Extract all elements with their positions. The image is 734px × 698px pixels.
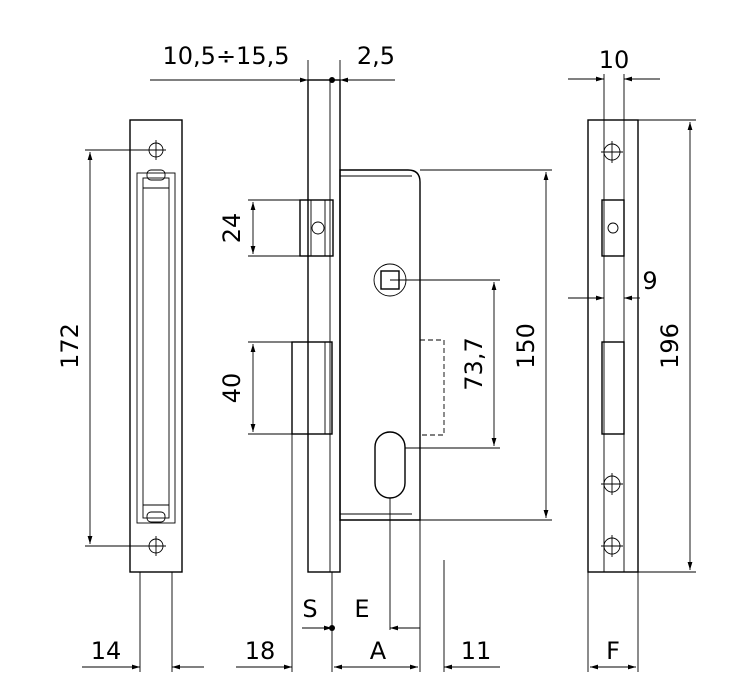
screw-icon [601,141,623,163]
dim-label-f: F [606,637,620,665]
dim-label-e: E [354,595,369,623]
dim-case-width: 11 [461,637,492,665]
dim-bolt-height: 40 [218,373,246,404]
dim-faceplate-width: 10 [599,46,630,74]
faceplate-front-view: 10 9 196 F [568,46,696,672]
dim-offset: 2,5 [357,42,395,70]
dim-latch-height: 24 [218,213,246,244]
dim-handle-to-key: 73,7 [460,337,488,390]
lock-body-view: 10,5÷15,5 2,5 24 40 73,7 150 S E [150,42,552,672]
dim-edge-small: 9 [642,267,657,295]
screw-icon [601,535,623,557]
dim-total-height: 196 [656,323,684,369]
keyhole-icon [374,431,406,499]
dim-front-width: 18 [245,637,276,665]
dim-label-a: A [370,637,387,665]
dim-backset-range: 10,5÷15,5 [163,42,290,70]
strike-plate-view: 172 14 [56,119,204,672]
dim-label-s: S [302,595,317,623]
dim-strike-height: 172 [56,323,84,369]
screw-icon [601,473,623,495]
dim-case-height: 150 [512,323,540,369]
dim-strike-width: 14 [91,637,122,665]
